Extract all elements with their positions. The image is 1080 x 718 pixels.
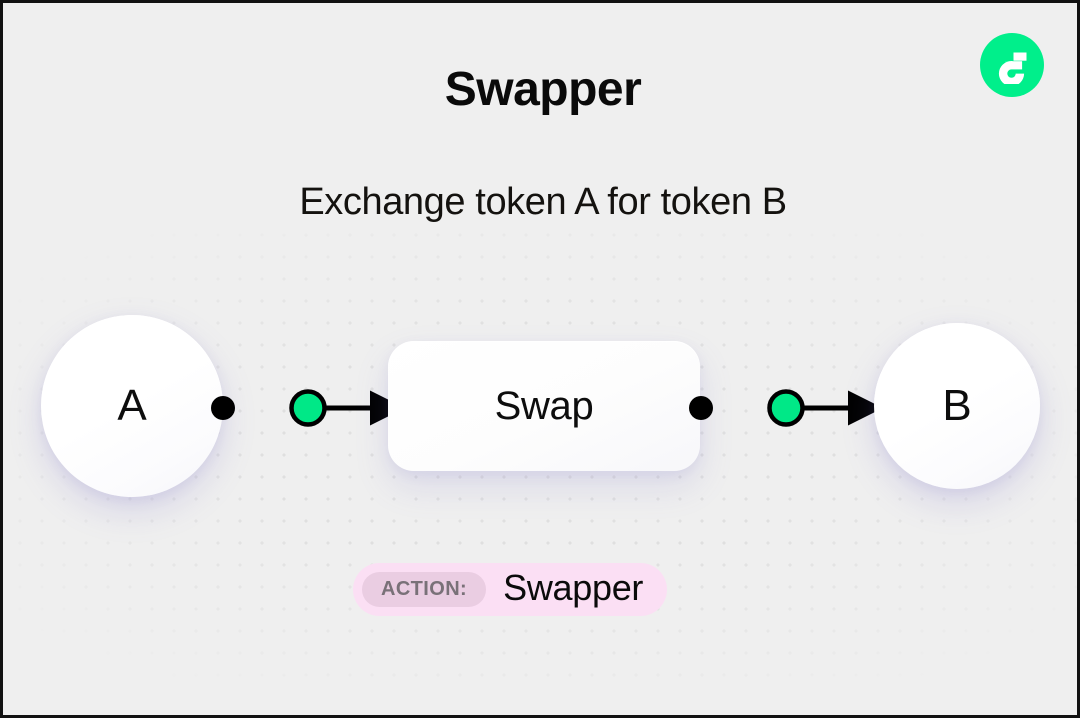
action-badge: ACTION: Swapper	[353, 563, 668, 616]
action-value: Swapper	[503, 567, 644, 608]
edge-source-dot	[211, 396, 235, 420]
token-a-node[interactable]: A	[41, 315, 223, 497]
page-title: Swapper	[444, 63, 642, 116]
edge-handle-dot	[767, 389, 805, 427]
token-b-label: B	[942, 381, 972, 430]
flow-logo-icon[interactable]	[980, 33, 1044, 97]
edge-handle-dot	[289, 389, 327, 427]
page-subtitle: Exchange token A for token B	[299, 181, 787, 223]
edge-swap-to-token-b[interactable]	[687, 383, 883, 435]
edge-token-a-to-swap[interactable]	[209, 383, 405, 435]
action-label-chip: ACTION:	[362, 572, 487, 607]
swap-node-label: Swap	[494, 383, 594, 428]
token-b-node[interactable]: B	[874, 323, 1040, 489]
edge-source-dot	[689, 396, 713, 420]
token-a-label: A	[117, 381, 147, 430]
swap-node[interactable]: Swap	[388, 341, 700, 471]
